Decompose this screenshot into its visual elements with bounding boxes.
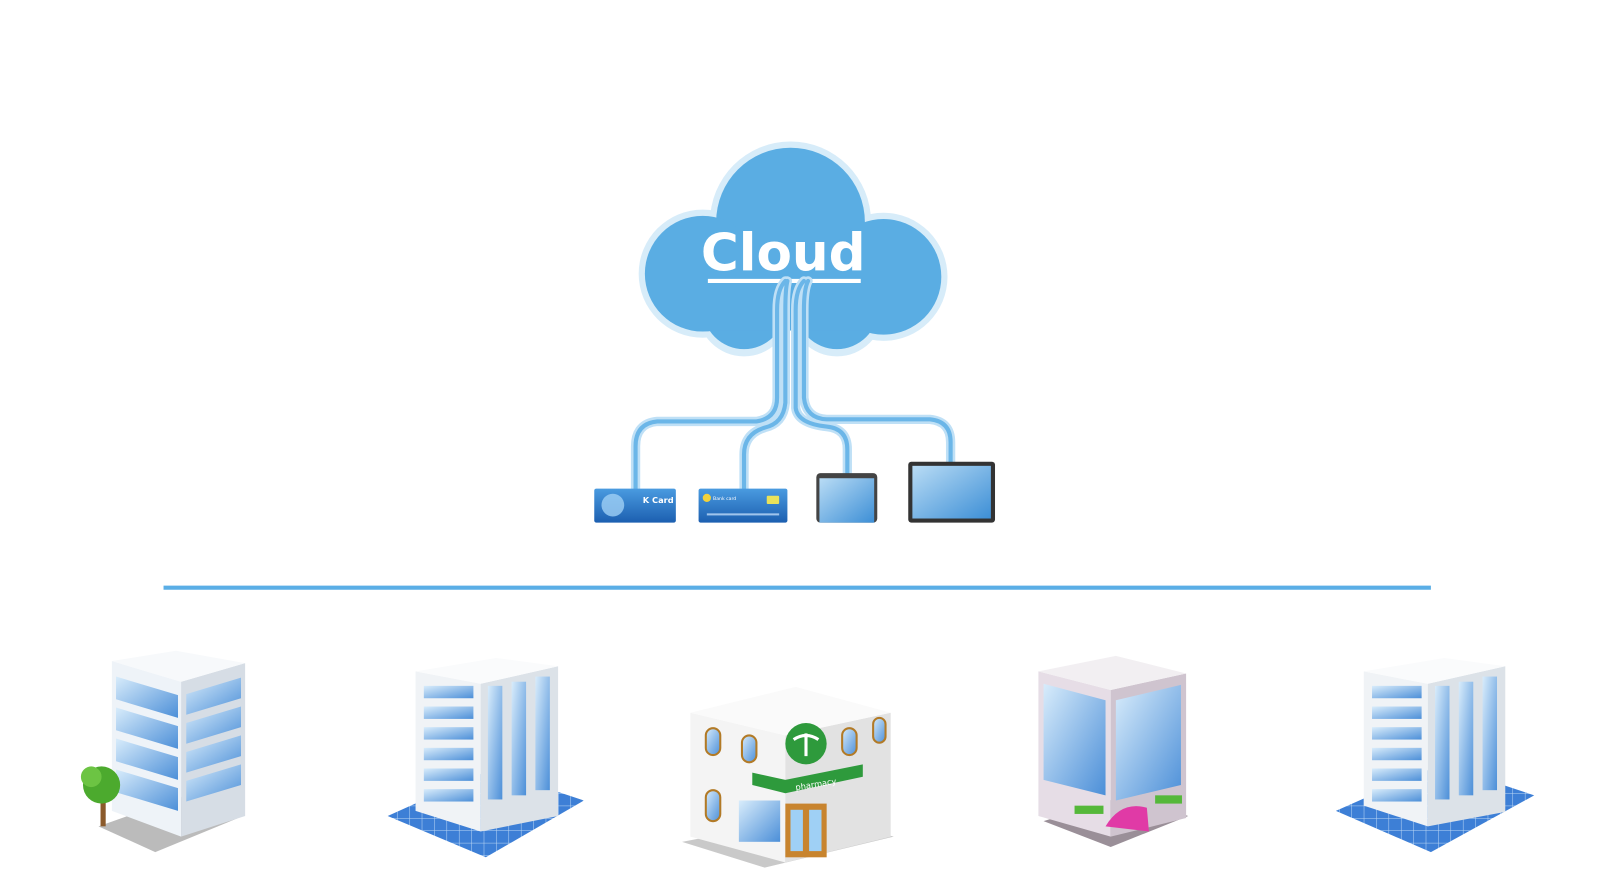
office-tower-icon: [387, 657, 584, 858]
phone-icon: [816, 473, 878, 523]
bank-card-label: Bank card: [713, 496, 736, 502]
tree-icon: [80, 766, 121, 827]
pharmacy-building-icon: pharmacy: [682, 686, 894, 868]
bank-card-icon: Bank card: [698, 488, 788, 523]
cloud-icon: Cloud: [638, 141, 948, 357]
office-tower-icon: [1335, 657, 1535, 853]
tablet-icon: [908, 461, 996, 523]
smart-card-icon: K Card: [594, 488, 676, 523]
office-building-icon: [80, 650, 246, 853]
glass-store-building-icon: [1038, 655, 1189, 847]
awning-icon: [1105, 806, 1149, 832]
cloud-label: Cloud: [701, 224, 866, 284]
card-label: K Card: [643, 495, 674, 505]
